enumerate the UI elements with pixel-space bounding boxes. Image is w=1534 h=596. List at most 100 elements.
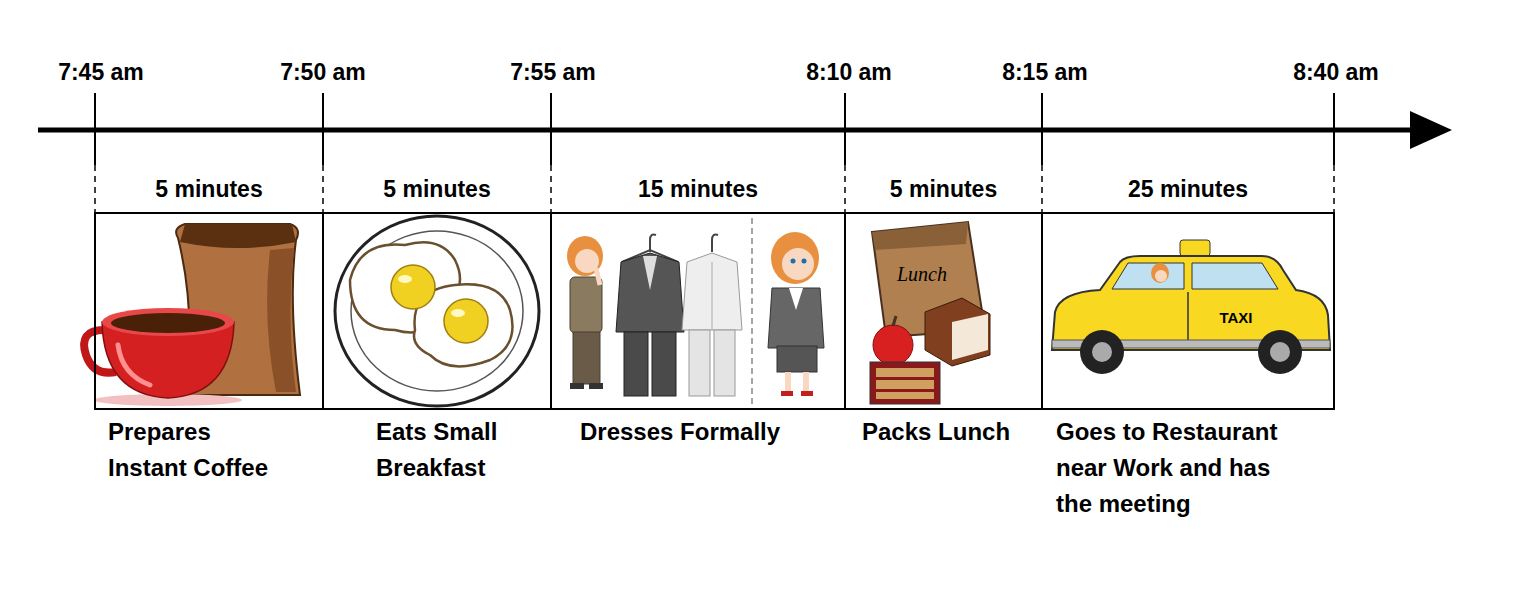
cookie-row [876,368,934,377]
time-label: 7:55 am [510,59,596,85]
taxi-wheel [1258,330,1302,374]
time-label: 7:45 am [58,59,144,85]
duration-label: 5 minutes [322,166,552,212]
cookie-row [876,380,934,389]
blouse [789,288,803,310]
taxi-window [1192,263,1278,289]
woman-shoe [570,383,584,389]
egg-yolk [391,265,435,309]
taxi-sign [1180,240,1210,256]
jacket-seam [712,262,713,330]
duration-label: 25 minutes [1041,166,1335,212]
timeline-step: 15 minutesDresses Formally [550,166,846,450]
light-suit-trousers [689,330,710,396]
tick-marks [95,93,1334,165]
time-label: 8:15 am [1002,59,1088,85]
eggs-illustration [335,216,539,406]
passenger-face [1155,270,1167,282]
tick-mark [1041,93,1043,165]
label-holder: 8:10 am [784,57,914,87]
duration-label: 5 minutes [844,166,1043,212]
dark-suit-jacket [616,253,684,332]
cookie-box [870,362,940,404]
tick-mark [94,93,96,165]
step-caption: Packs Lunch [862,414,1032,450]
apple [873,325,913,365]
business-skirt [777,346,817,372]
woman-leg [803,372,809,392]
business-jacket [768,288,824,348]
bag-label: Lunch [897,263,947,285]
cup-rim [102,308,234,336]
taxi-label: TAXI [1219,309,1252,326]
light-suit-jacket [682,253,742,330]
woman-hair [771,232,819,284]
dark-suit-trousers [652,332,676,396]
passenger-hair [1151,263,1169,283]
taxi-door-line [1187,292,1189,346]
step-box [94,212,324,410]
timeline-step: 5 minutesPrepares Instant Coffee [94,166,324,486]
woman-shoe [589,383,603,389]
lunch-illustration [870,222,990,404]
dressing-illustration [567,218,824,404]
light-suit-trousers [714,330,735,396]
dashed-guide [94,165,96,212]
step-box [550,212,846,410]
milk-carton [925,298,990,366]
apple-stem [893,316,896,326]
step-caption: Dresses Formally [580,414,835,450]
step-caption: Eats Small Breakfast [376,414,516,486]
taxi-window [1112,263,1184,289]
yolk-highlight [451,309,465,317]
label-holder: Lunch [882,262,962,286]
shirt-collar [643,256,657,290]
tick-mark [322,93,324,165]
woman-leg [785,372,791,392]
divider-line [751,218,753,404]
timeline-axis [38,111,1452,149]
timeline-step: 5 minutesPacks Lunch [844,166,1043,450]
plate [335,216,539,406]
step-caption: Goes to Restaurant near Work and has the… [1056,414,1291,522]
label-holder: 7:50 am [258,57,388,87]
yolk-highlight [398,275,412,283]
cookie-row [876,392,934,399]
step-caption: Prepares Instant Coffee [108,414,283,486]
taxi-wheel [1080,330,1124,374]
dashed-guide [550,165,552,212]
coffee-illustration [84,224,300,406]
woman-shoe [801,391,813,396]
duration-label: 5 minutes [94,166,324,212]
cup-highlight [118,345,150,385]
bag-shade [267,248,296,392]
coffee-beans [180,224,296,248]
time-label: 7:50 am [280,59,366,85]
wheel-hub [1092,342,1112,362]
tick-mark [1333,93,1335,165]
woman-eye [791,259,796,264]
wheel-hub [1270,342,1290,362]
time-label: 8:10 am [806,59,892,85]
egg-yolk [444,299,488,343]
bag-fold [872,222,968,250]
woman-face [782,248,814,280]
axis-arrowhead [1410,111,1452,149]
duration-label: 15 minutes [550,166,846,212]
dashed-guide [322,165,324,212]
dashed-guide [1333,165,1335,212]
taxi-illustration [1052,240,1330,374]
label-holder: 7:55 am [488,57,618,87]
tick-mark [844,93,846,165]
label-holder: 8:15 am [980,57,1110,87]
plate-rim [351,231,523,391]
woman-shoe [781,391,793,396]
label-holder: 8:40 am [1271,57,1401,87]
time-label: 8:40 am [1293,59,1379,85]
woman-top [570,277,602,333]
woman-eye [802,259,807,264]
label-holder: 7:45 am [36,57,166,87]
step-box [322,212,552,410]
